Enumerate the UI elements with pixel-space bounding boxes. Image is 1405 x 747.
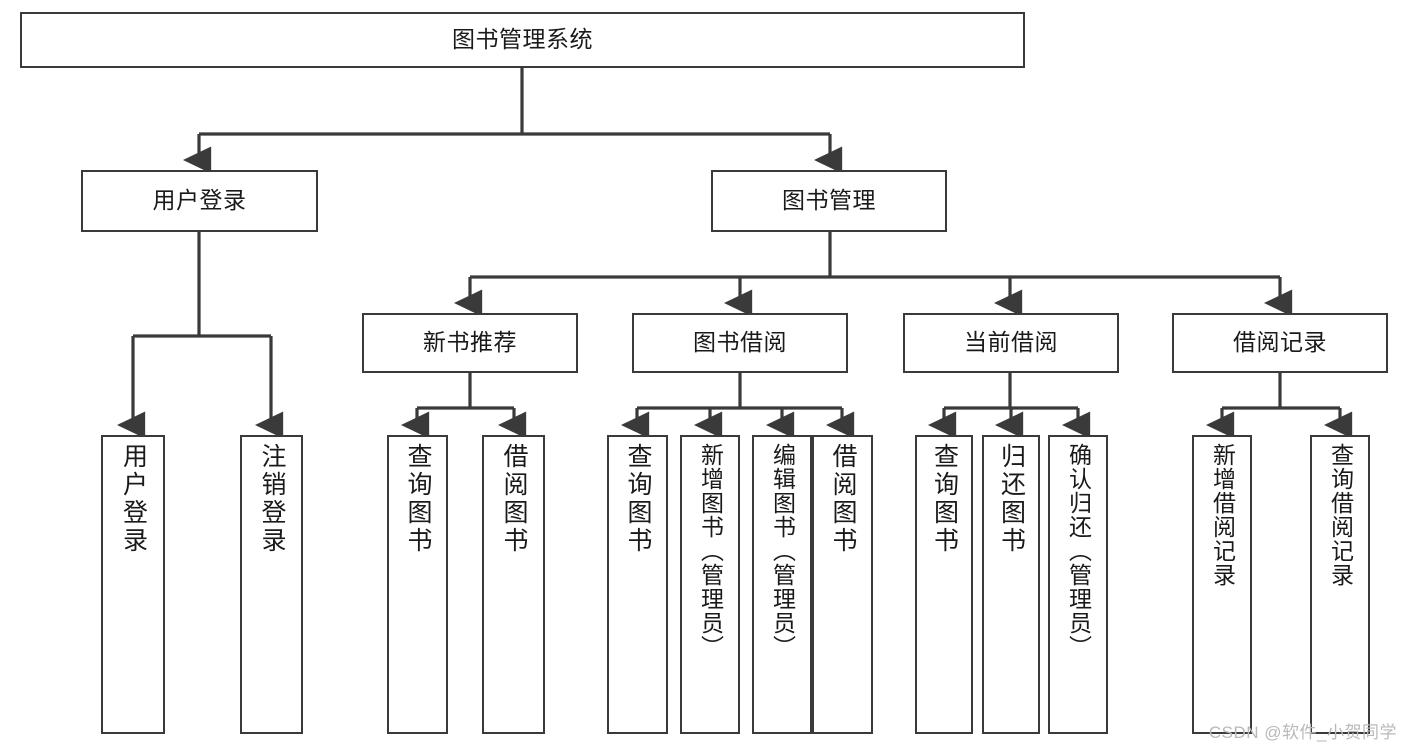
leaf-query-book-current[interactable]: 查询图书 bbox=[915, 435, 973, 734]
leaf-borrow-book[interactable]: 借阅图书 bbox=[812, 435, 873, 734]
node-book-management[interactable]: 图书管理 bbox=[711, 170, 947, 232]
node-label: 用户登录 bbox=[119, 443, 148, 555]
node-label: 查询借阅记录 bbox=[1327, 443, 1354, 587]
node-label: 新增图书（管理员） bbox=[697, 443, 724, 659]
node-root-system[interactable]: 图书管理系统 bbox=[20, 12, 1025, 68]
node-label: 图书管理系统 bbox=[452, 26, 593, 53]
node-borrow-record[interactable]: 借阅记录 bbox=[1172, 313, 1388, 373]
node-label: 新增借阅记录 bbox=[1209, 443, 1236, 587]
node-book-borrow[interactable]: 图书借阅 bbox=[632, 313, 848, 373]
node-user-login[interactable]: 用户登录 bbox=[81, 170, 318, 232]
node-label: 图书管理 bbox=[782, 187, 876, 214]
leaf-query-book-recommend[interactable]: 查询图书 bbox=[387, 435, 448, 734]
node-label: 借阅图书 bbox=[500, 443, 528, 555]
leaf-query-book-borrow[interactable]: 查询图书 bbox=[607, 435, 668, 734]
leaf-borrow-book-recommend[interactable]: 借阅图书 bbox=[482, 435, 545, 734]
leaf-user-login[interactable]: 用户登录 bbox=[101, 435, 165, 734]
watermark: CSDN @软件_小贺同学 bbox=[1208, 723, 1397, 742]
node-label: 图书借阅 bbox=[693, 329, 787, 356]
node-label: 查询图书 bbox=[624, 443, 652, 555]
leaf-query-borrow-record[interactable]: 查询借阅记录 bbox=[1310, 435, 1370, 734]
node-label: 当前借阅 bbox=[964, 329, 1058, 356]
leaf-add-book-admin[interactable]: 新增图书（管理员） bbox=[680, 435, 740, 734]
leaf-confirm-return-admin[interactable]: 确认归还（管理员） bbox=[1048, 435, 1108, 734]
node-label: 注销登录 bbox=[258, 443, 286, 555]
node-label: 编辑图书（管理员） bbox=[769, 443, 796, 659]
node-label: 新书推荐 bbox=[423, 329, 517, 356]
node-label: 归还图书 bbox=[997, 443, 1026, 555]
node-label: 用户登录 bbox=[152, 187, 247, 214]
leaf-return-book[interactable]: 归还图书 bbox=[982, 435, 1040, 734]
leaf-logout[interactable]: 注销登录 bbox=[240, 435, 303, 734]
node-current-borrow[interactable]: 当前借阅 bbox=[903, 313, 1119, 373]
node-label: 确认归还（管理员） bbox=[1065, 443, 1092, 659]
node-new-book-recommend[interactable]: 新书推荐 bbox=[362, 313, 578, 373]
node-label: 查询图书 bbox=[930, 443, 959, 555]
leaf-add-borrow-record[interactable]: 新增借阅记录 bbox=[1192, 435, 1252, 734]
node-label: 借阅图书 bbox=[829, 443, 857, 555]
node-label: 查询图书 bbox=[404, 443, 432, 555]
leaf-edit-book-admin[interactable]: 编辑图书（管理员） bbox=[752, 435, 812, 734]
node-label: 借阅记录 bbox=[1233, 329, 1327, 356]
